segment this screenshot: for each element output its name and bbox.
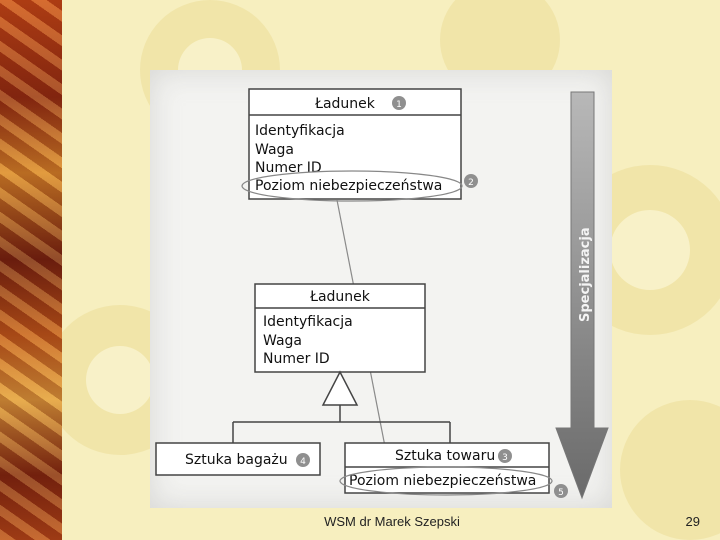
class-goods-badge-number: 3 (502, 453, 508, 463)
class-middle-attr-2: Waga (263, 333, 302, 349)
class-middle-attr-1: Identyfikacja (263, 314, 353, 330)
class-middle-attr-3: Numer ID (263, 351, 330, 367)
footer-author: WSM dr Marek Szepski (262, 514, 522, 529)
class-top-attr-2: Waga (255, 142, 294, 158)
class-top: Ładunek 1 Identyfikacja Waga Numer ID Po… (242, 89, 478, 201)
class-goods: Sztuka towaru 3 Poziom niebezpieczeństwa… (340, 443, 568, 498)
slide-footer: WSM dr Marek Szepski 29 (0, 514, 720, 534)
page-number: 29 (640, 514, 700, 529)
class-goods-name: Sztuka towaru (395, 448, 495, 464)
class-goods-attr-badge-number: 5 (558, 488, 564, 498)
class-top-badge-number: 1 (396, 100, 402, 110)
class-top-attr-badge-number: 2 (468, 178, 474, 188)
class-middle: Ładunek Identyfikacja Waga Numer ID (255, 284, 425, 372)
class-baggage-badge-number: 4 (300, 457, 306, 467)
class-top-attr-4: Poziom niebezpieczeństwa (255, 178, 442, 194)
class-goods-attr: Poziom niebezpieczeństwa (349, 473, 536, 489)
class-baggage: Sztuka bagażu 4 (156, 443, 320, 475)
class-middle-name: Ładunek (309, 289, 371, 305)
generalization-connectors (233, 405, 450, 443)
specialization-label: Specjalizacja (578, 227, 593, 322)
class-top-name: Ładunek (314, 96, 376, 112)
generalization-triangle (323, 372, 357, 405)
class-baggage-name: Sztuka bagażu (185, 452, 288, 468)
class-top-attr-1: Identyfikacja (255, 123, 345, 139)
